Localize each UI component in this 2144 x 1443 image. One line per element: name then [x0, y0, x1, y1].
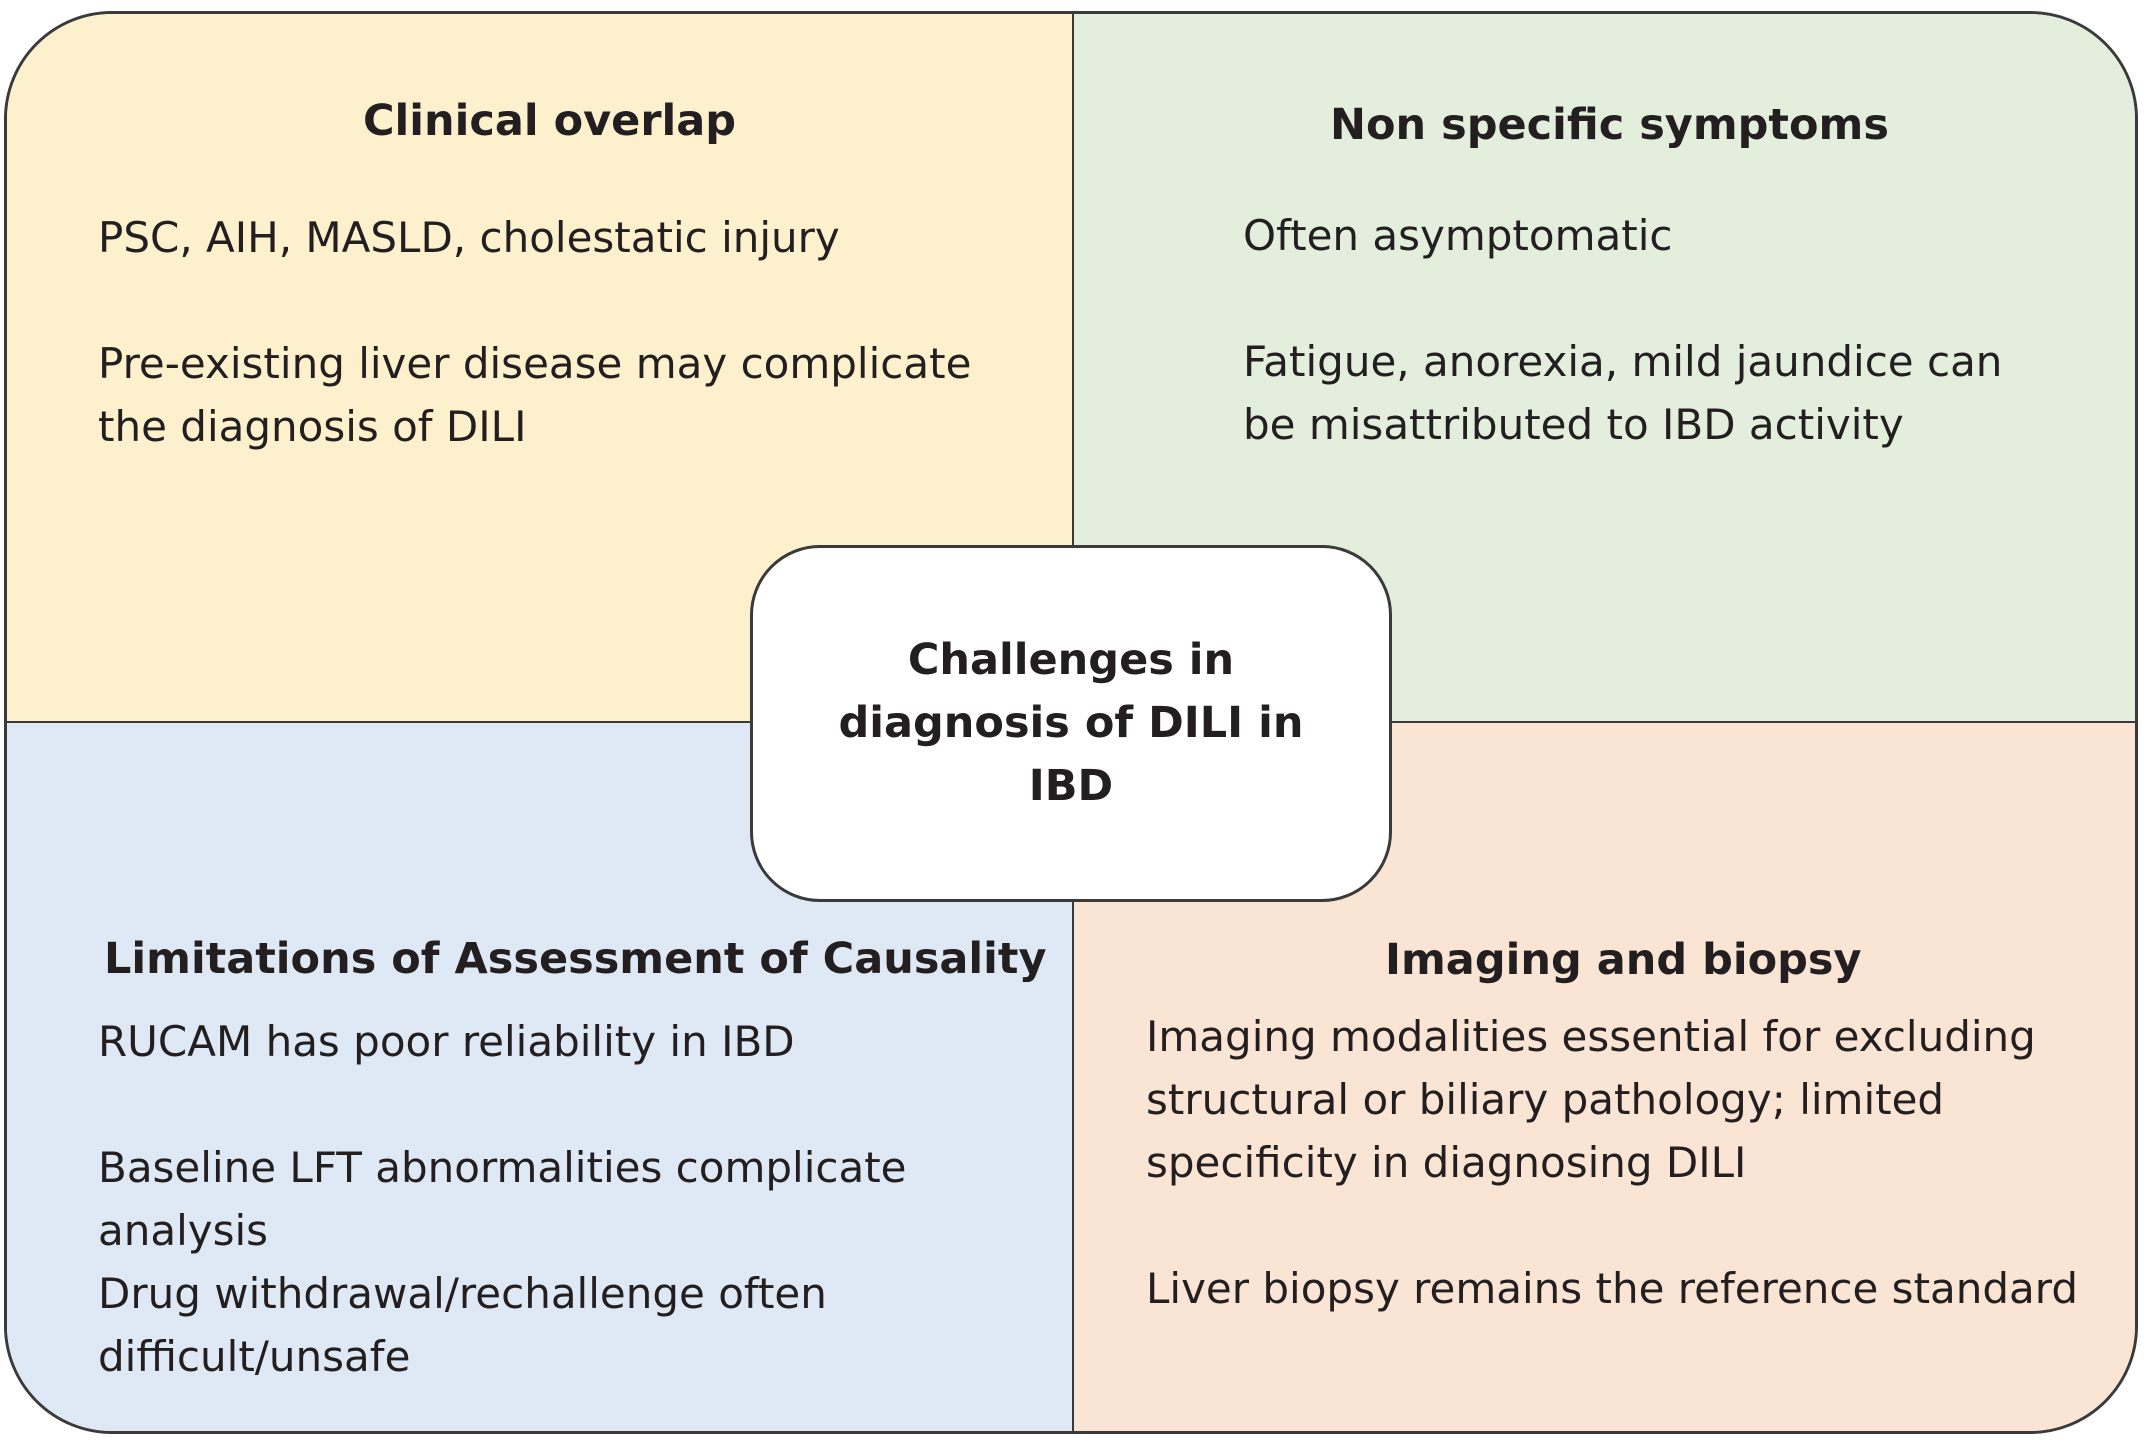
center-box: Challenges in diagnosis of DILI in IBD [750, 545, 1392, 902]
non-specific-symptoms-point-1: Often asymptomatic [1243, 211, 1673, 260]
non-specific-symptoms-heading: Non specific symptoms [1330, 100, 1889, 150]
imaging-biopsy-heading: Imaging and biopsy [1385, 935, 1862, 985]
clinical-overlap-point-1: PSC, AIH, MASLD, cholestatic injury [98, 213, 840, 262]
limitations-point-3: Drug withdrawal/rechallenge often diffic… [98, 1269, 827, 1381]
limitations-point-1: RUCAM has poor reliability in IBD [98, 1017, 795, 1066]
clinical-overlap-heading: Clinical overlap [363, 96, 737, 146]
center-title: Challenges in diagnosis of DILI in IBD [838, 635, 1304, 811]
limitations-point-2: Baseline LFT abnormalities complicate an… [98, 1143, 907, 1255]
limitations-heading: Limitations of Assessment of Causality [104, 934, 1047, 984]
clinical-overlap-point-2: Pre-existing liver disease may complicat… [98, 339, 972, 451]
diagram-frame [4, 11, 2138, 1434]
imaging-biopsy-point-2: Liver biopsy remains the reference stand… [1146, 1264, 2078, 1313]
non-specific-symptoms-point-2: Fatigue, anorexia, mild jaundice can be … [1243, 337, 2003, 449]
imaging-biopsy-point-1: Imaging modalities essential for excludi… [1146, 1012, 2036, 1187]
